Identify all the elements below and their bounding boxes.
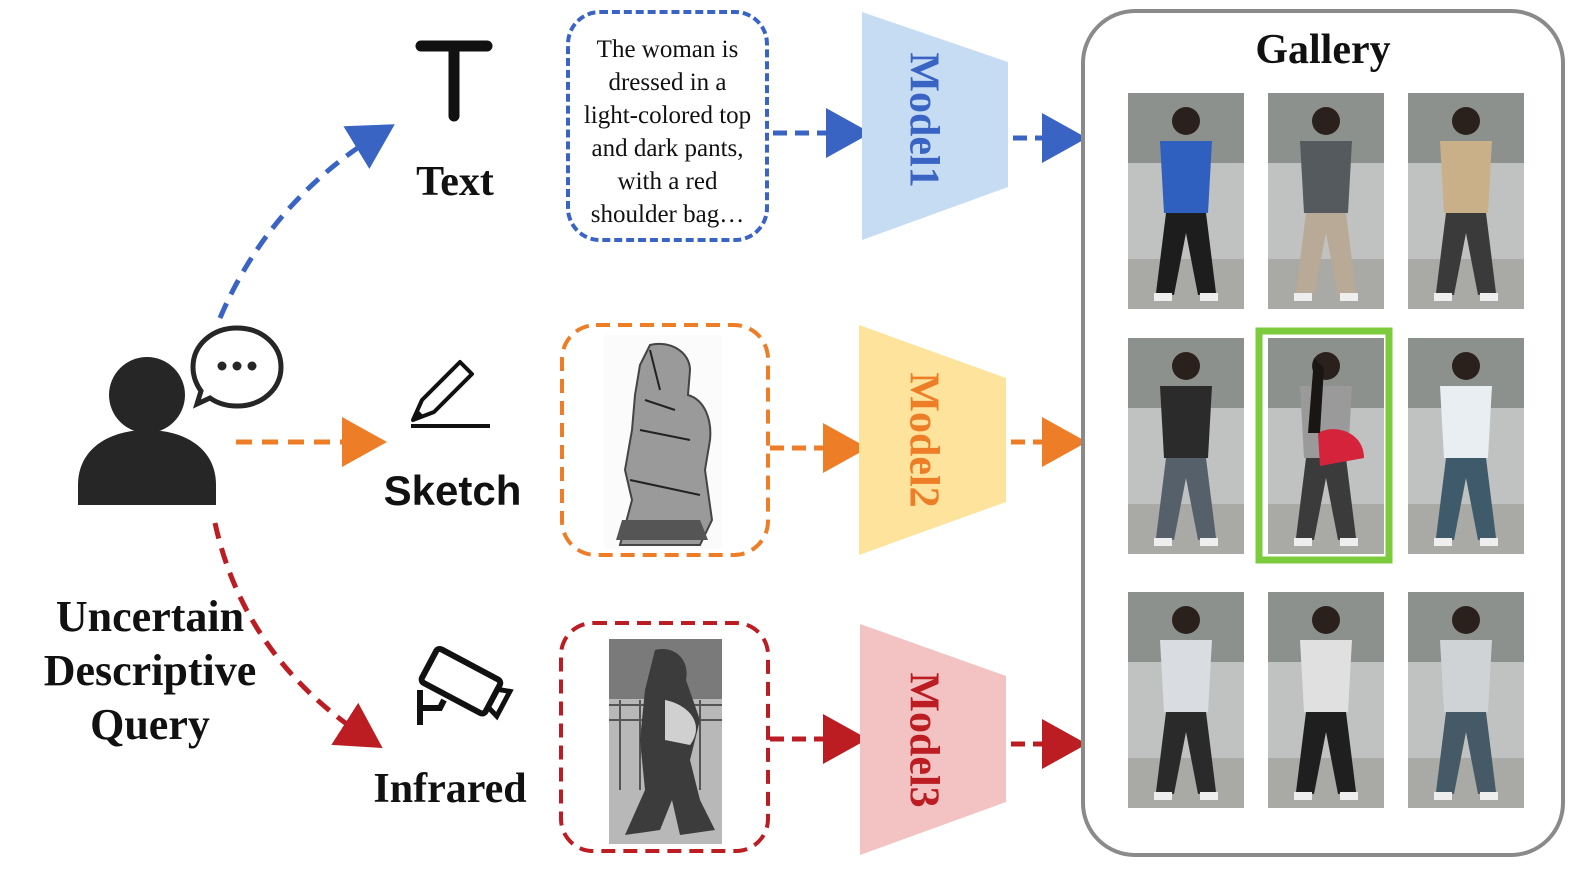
camera-icon [417,645,514,725]
sketch-query [560,323,770,557]
gallery-image [1268,338,1384,554]
gallery-image [1128,338,1244,554]
model3-block [860,624,1006,855]
infrared-modality-label: Infrared [373,766,527,812]
text-query-line: The woman is [596,36,739,63]
text-query-line: shoulder bag… [590,201,745,228]
pencil-icon [411,360,490,428]
text-query-line: with a red [617,168,718,195]
query-label: Uncertain Descriptive Query [20,590,280,752]
speech-bubble-icon [190,325,284,409]
gallery-image [1408,93,1524,309]
gallery-image [1268,592,1384,808]
text-query-line: light-colored top [583,102,752,129]
infrared-query [559,621,770,853]
sketch-modality-label: Sketch [383,467,522,514]
model3-label: Model3 [900,672,946,807]
text-query-line: dressed in a [608,69,727,96]
gallery-grid [1128,93,1524,808]
text-t-icon [415,40,493,122]
query-label-line-1: Uncertain [55,592,245,641]
text-query-line: and dark pants, [591,135,744,162]
gallery-image [1408,338,1524,554]
gallery-image [1408,592,1524,808]
text-query-content: The woman is dressed in a light-colored … [566,33,769,231]
gallery-image [1128,93,1244,309]
gallery-image [1268,93,1384,309]
model1-label: Model1 [900,52,946,187]
text-query-box [566,10,769,242]
arrow-to-text [217,124,395,319]
query-label-line-3: Query [90,700,210,749]
person-icon [78,357,216,505]
model2-label: Model2 [900,372,946,507]
text-modality-label: Text [416,159,494,205]
gallery-match-highlight [1255,327,1393,564]
gallery-image [1128,592,1244,808]
model1-block [862,12,1008,240]
model2-block [859,325,1006,555]
arrow-to-infrared [212,522,383,749]
query-label-line-2: Descriptive [43,646,257,695]
gallery-title: Gallery [1255,27,1391,73]
